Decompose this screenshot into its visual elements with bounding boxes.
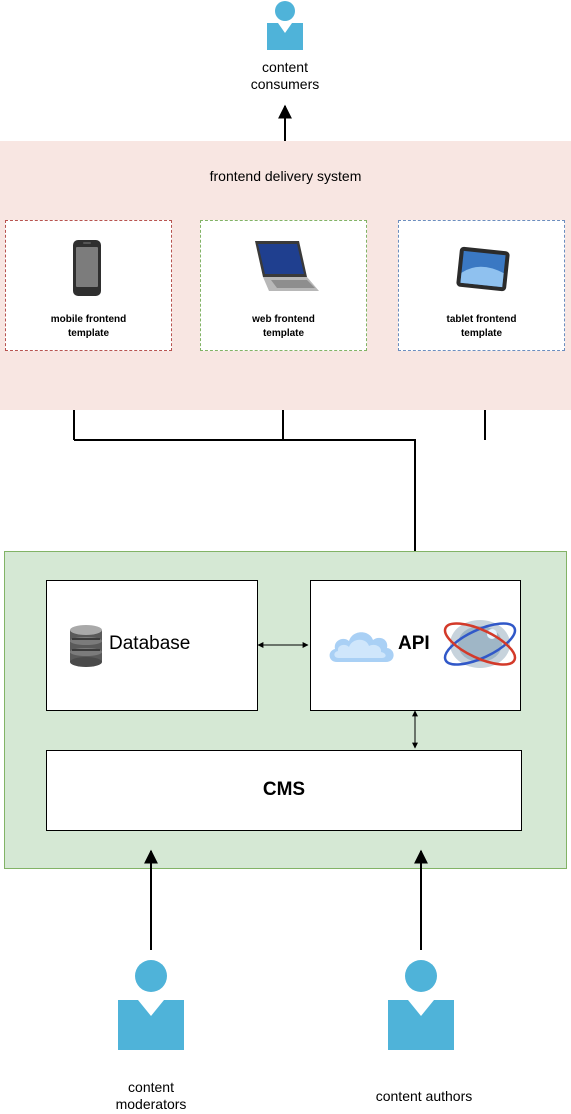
cms-box [46, 750, 522, 831]
moderator-person-icon [118, 960, 184, 1050]
mobile-template-label: mobile frontend template [50, 314, 127, 339]
frontend-title: frontend delivery system [209, 168, 362, 184]
cloud-icon [329, 632, 394, 662]
authors-label: content authors [375, 1088, 473, 1104]
tablet-template-card: tablet frontend template [398, 220, 565, 351]
network-globe-icon [443, 620, 517, 668]
consumer-person-icon [267, 1, 303, 50]
web-template-label: web frontend template [252, 314, 315, 339]
mobile-phone-icon [73, 240, 101, 296]
database-label: Database [109, 633, 191, 654]
moderators-label: content moderators [115, 1079, 187, 1112]
api-distribution-line [74, 439, 416, 580]
consumers-label: content consumers [250, 59, 320, 92]
web-template-card: web frontend template [200, 220, 367, 351]
mobile-template-card: mobile frontend template [5, 220, 172, 351]
tablet-template-label: tablet frontend template [446, 314, 517, 339]
tablet-icon [456, 246, 510, 292]
author-person-icon [388, 960, 454, 1050]
cms-label: CMS [262, 779, 306, 800]
database-icon [70, 625, 102, 667]
api-label: API [398, 633, 430, 654]
laptop-icon [255, 241, 319, 291]
